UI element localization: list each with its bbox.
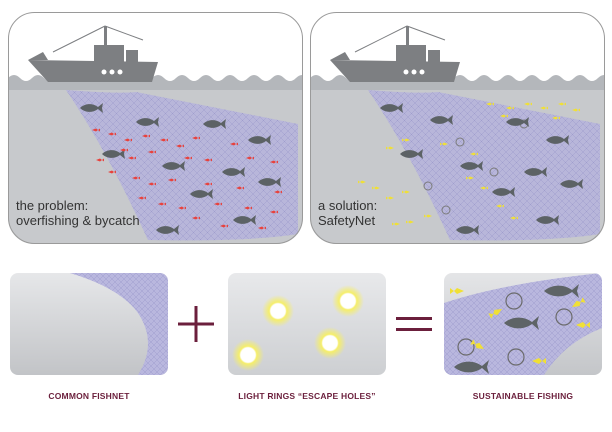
solution-caption-line2: SafetyNet [318,213,376,228]
light-rings-label: LIGHT RINGS “ESCAPE HOLES” [238,391,376,401]
sustainable-fishing-panel [444,273,602,375]
common-fishnet-label: COMMON FISHNET [48,391,130,401]
light-rings-panel [228,273,386,375]
solution-panel: a solution: SafetyNet [310,12,605,244]
problem-caption: the problem: overfishing & bycatch [16,198,140,228]
glowing-ring-icons [232,285,364,371]
solution-caption: a solution: SafetyNet [318,198,377,228]
problem-panel: the problem: overfishing & bycatch [8,12,303,244]
plus-icon [178,306,214,342]
equals-icon [396,310,432,338]
sustainable-fishing-label: SUSTAINABLE FISHING [472,391,574,401]
solution-caption-line1: a solution: [318,198,378,213]
fishing-boat [330,25,460,82]
escape-ring-icons [457,292,573,366]
fishing-boat [28,25,158,82]
common-fishnet-panel [10,273,168,375]
problem-caption-line1: the problem: [16,198,89,213]
problem-caption-line2: overfishing & bycatch [16,213,140,228]
